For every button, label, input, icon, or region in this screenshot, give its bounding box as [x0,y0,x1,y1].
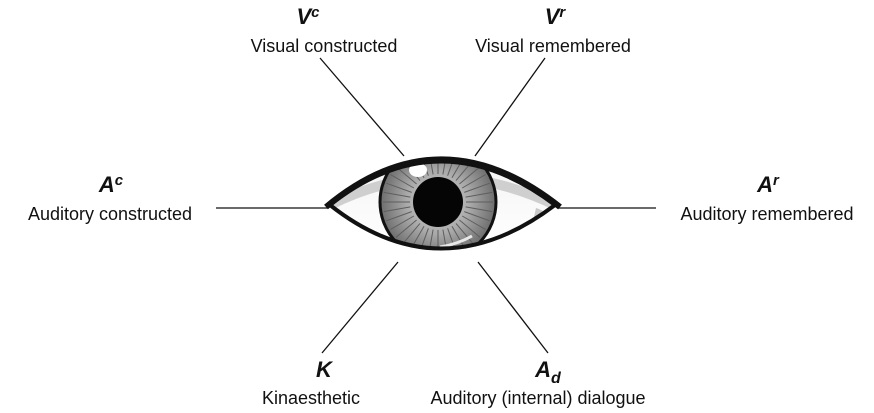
text-kinaesthetic: Kinaesthetic [262,388,360,408]
label-visual-remembered: Vr Visual remembered [475,4,631,56]
code-visual-remembered: Vr [545,4,567,29]
code-auditory-constructed: Ac [98,172,124,197]
line-visual-constructed [320,58,404,156]
text-auditory-dialogue: Auditory (internal) dialogue [430,388,645,408]
pupil [413,177,463,227]
label-auditory-constructed: Ac Auditory constructed [28,172,192,224]
code-visual-constructed: Vc [296,4,320,29]
label-auditory-remembered: Ar Auditory remembered [680,172,853,224]
label-visual-constructed: Vc Visual constructed [251,4,398,56]
text-visual-remembered: Visual remembered [475,36,631,56]
line-auditory-dialogue [478,262,548,353]
code-kinaesthetic: K [316,357,334,382]
code-auditory-remembered: Ar [756,172,780,197]
text-auditory-constructed: Auditory constructed [28,204,192,224]
label-kinaesthetic: K Kinaesthetic [262,357,360,408]
label-auditory-dialogue: Ad Auditory (internal) dialogue [430,357,645,408]
eye-icon [326,144,560,260]
line-visual-remembered [475,58,545,156]
text-visual-constructed: Visual constructed [251,36,398,56]
text-auditory-remembered: Auditory remembered [680,204,853,224]
code-auditory-dialogue: Ad [534,357,562,387]
line-kinaesthetic [322,262,398,353]
